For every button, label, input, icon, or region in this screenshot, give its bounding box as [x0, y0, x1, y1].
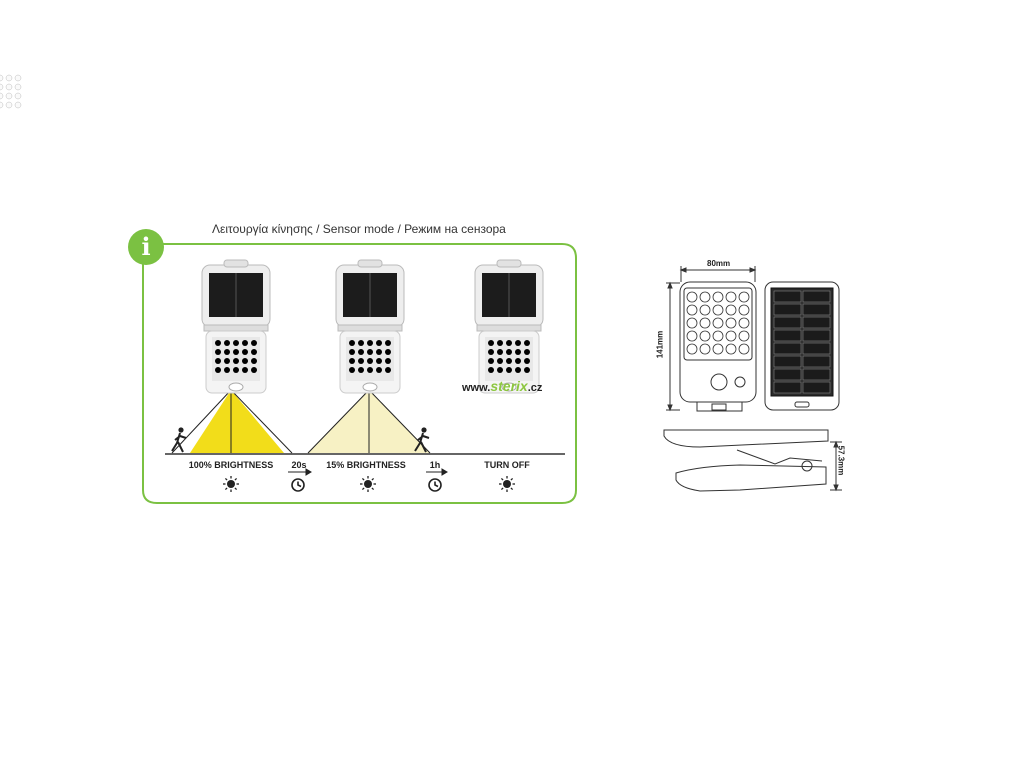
led-dot	[725, 343, 737, 355]
sensor-mode-title: Λειτουργία κίνησης / Sensor mode / Режим…	[212, 222, 506, 236]
led-dot	[738, 343, 750, 355]
solar-lamp	[335, 259, 405, 394]
sun-icon	[499, 476, 515, 492]
solar-cell	[802, 368, 831, 381]
running-person-icon	[414, 427, 430, 453]
led-dot	[699, 330, 711, 342]
stage-label-dim: 15% BRIGHTNESS	[326, 460, 406, 470]
led-dot	[738, 317, 750, 329]
timer-label-20s: 20s	[291, 460, 307, 470]
solar-cell	[802, 355, 831, 368]
solar-cell	[773, 381, 802, 394]
clock-icon	[428, 478, 442, 492]
width-dimension-label: 80mm	[707, 259, 731, 268]
solar-cell	[773, 355, 802, 368]
solar-cell	[773, 316, 802, 329]
timer-label-1h: 1h	[429, 460, 441, 470]
led-dot	[699, 343, 711, 355]
stage-label-off: TURN OFF	[484, 460, 530, 470]
led-dot	[712, 343, 724, 355]
solar-cell	[802, 342, 831, 355]
stage-label-full: 100% BRIGHTNESS	[188, 460, 274, 470]
panel-frame	[142, 243, 577, 504]
solar-cell	[802, 381, 831, 394]
led-dot	[712, 317, 724, 329]
running-person-icon	[171, 427, 187, 453]
watermark: www.sterix.cz	[462, 378, 543, 394]
info-icon: i	[128, 229, 164, 265]
led-dot	[725, 330, 737, 342]
led-dot	[725, 291, 737, 303]
lamp-side-view	[663, 429, 829, 448]
led-dot	[699, 317, 711, 329]
led-dot	[738, 304, 750, 316]
sun-icon	[360, 476, 376, 492]
solar-cell	[773, 342, 802, 355]
clock-icon	[291, 478, 305, 492]
solar-cell	[773, 329, 802, 342]
full-light-cone	[190, 390, 284, 453]
lamp-front-view	[679, 281, 757, 403]
led-dot	[738, 330, 750, 342]
solar-lamp	[201, 259, 271, 394]
solar-cell	[802, 290, 831, 303]
led-dot	[686, 330, 698, 342]
led-dot	[712, 291, 724, 303]
solar-cell	[773, 368, 802, 381]
sun-icon	[223, 476, 239, 492]
solar-cell	[773, 290, 802, 303]
solar-panel-back-view	[764, 281, 840, 411]
led-dot	[686, 317, 698, 329]
solar-cell	[802, 329, 831, 342]
solar-cell	[802, 303, 831, 316]
led-array	[0, 74, 22, 109]
solar-lamp	[474, 259, 544, 394]
led-dot	[699, 291, 711, 303]
solar-cell	[802, 316, 831, 329]
led-dot	[686, 291, 698, 303]
led-dot	[712, 330, 724, 342]
led-dot	[738, 291, 750, 303]
solar-cell	[773, 303, 802, 316]
led-dot	[725, 317, 737, 329]
depth-dimension-label: 57.3mm	[836, 445, 846, 476]
led-dot	[725, 304, 737, 316]
height-dimension-label: 141mm	[655, 330, 665, 359]
led-dot	[686, 343, 698, 355]
led-dot	[686, 304, 698, 316]
led-dot	[699, 304, 711, 316]
led-dot	[712, 304, 724, 316]
